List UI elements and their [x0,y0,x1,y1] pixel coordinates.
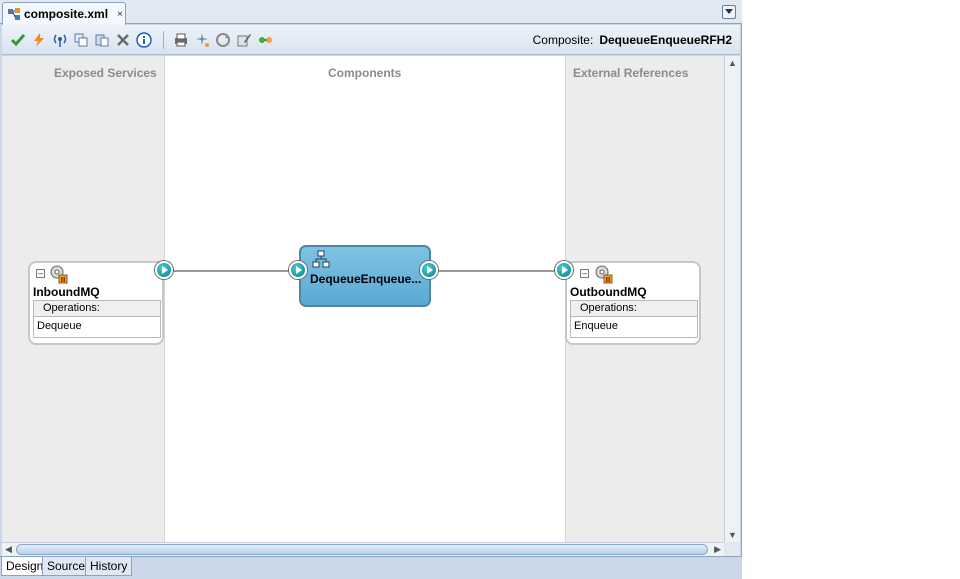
composite-name-display: Composite: DequeueEnqueueRFH2 [533,33,732,47]
collapse-icon[interactable]: – [36,268,45,278]
tab-history[interactable]: History [85,557,133,576]
operation-item[interactable]: Enqueue [574,320,619,332]
mediator-name: DequeueEnqueue... [310,272,422,286]
horizontal-scrollbar[interactable]: ◀ ▶ [2,542,724,556]
vertical-scrollbar[interactable]: ▲ ▼ [724,56,740,542]
edit-button[interactable] [234,30,254,50]
operations-header: Operations: [34,301,160,317]
connection-icon [259,36,272,43]
tab-label: composite.xml [24,7,109,21]
operations-panel: Operations: Dequeue [33,300,161,338]
composite-file-icon [8,8,20,20]
wire-button[interactable] [255,30,275,50]
operation-item[interactable]: Dequeue [37,320,82,332]
scroll-right-icon[interactable]: ▶ [714,544,721,554]
tab-list-dropdown-button[interactable] [722,5,736,19]
info-button[interactable] [134,30,154,50]
tab-design[interactable]: Design [1,557,49,576]
editor-window: composite.xml × [0,0,742,579]
scroll-down-icon[interactable]: ▼ [728,530,737,540]
operations-panel: Operations: Enqueue [570,300,698,338]
composite-canvas[interactable]: Exposed Services Components External Ref… [2,56,724,542]
composite-label: Composite: [532,33,594,47]
sparkle-icon [196,32,209,47]
adapter-gear-icon [50,265,68,284]
toolbar-separator [163,30,164,49]
copy-button[interactable] [71,30,91,50]
document-tab-strip: composite.xml × [0,0,742,25]
paste-icon [95,34,109,46]
lightning-icon [34,32,44,47]
reference-name: OutboundMQ [570,285,647,299]
close-icon[interactable]: × [117,8,123,20]
tab-composite-xml[interactable]: composite.xml × [2,2,126,25]
x-icon [117,33,129,46]
deploy-button[interactable] [29,30,49,50]
scroll-corner [724,542,740,556]
outbound-mq-reference[interactable]: – OutboundMQ Operations: Enqueue [565,261,701,345]
components-title: Components [328,66,402,80]
pencil-icon [237,33,251,46]
editor-view-tabs: Design Source History [0,556,742,579]
inbound-mq-service[interactable]: – InboundMQ Operations: Dequeue [28,261,164,345]
outbound-reference-port[interactable] [555,261,573,279]
external-references-title: External References [573,66,689,80]
test-button[interactable] [50,30,70,50]
printer-icon [175,33,187,46]
operations-header: Operations: [571,301,697,317]
copy-icon [74,33,88,46]
print-button[interactable] [171,30,191,50]
wire-mediator-to-outbound[interactable] [438,270,558,272]
refresh-icon [216,32,230,47]
info-icon [136,31,152,48]
mediator-input-port[interactable] [289,261,307,279]
chevron-down-icon [725,9,733,14]
auto-layout-button[interactable] [192,30,212,50]
antenna-icon [53,34,67,47]
wire-inbound-to-mediator[interactable] [172,270,294,272]
inbound-service-port[interactable] [155,261,173,279]
composite-name: DequeueEnqueueRFH2 [599,33,732,47]
adapter-gear-icon [595,265,613,284]
service-name: InboundMQ [33,285,100,299]
horizontal-scroll-thumb[interactable] [16,544,708,555]
composite-toolbar: Composite: DequeueEnqueueRFH2 [2,25,740,55]
paste-button[interactable] [92,30,112,50]
exposed-services-title: Exposed Services [54,66,157,80]
refresh-button[interactable] [213,30,233,50]
mediator-output-port[interactable] [420,261,438,279]
tab-source[interactable]: Source [42,557,91,576]
scroll-left-icon[interactable]: ◀ [5,544,12,554]
delete-button[interactable] [113,30,133,50]
validate-button[interactable] [8,30,28,50]
mediator-component[interactable]: DequeueEnqueue... [299,245,431,307]
mediator-hierarchy-icon [312,250,330,268]
scroll-up-icon[interactable]: ▲ [728,58,737,68]
collapse-icon[interactable]: – [580,268,589,278]
check-icon [10,33,26,46]
